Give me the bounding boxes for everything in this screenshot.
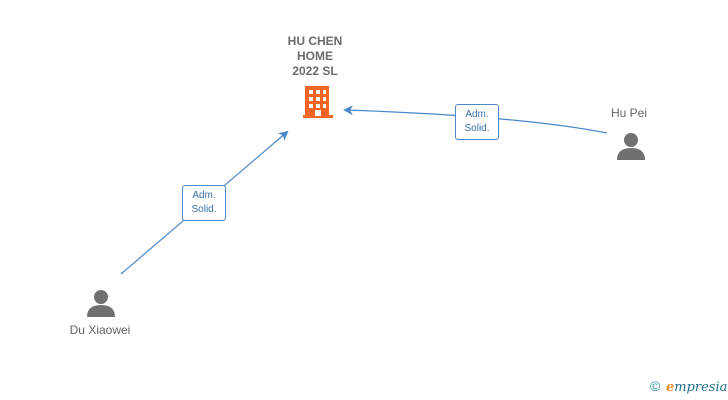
company-name-line: HOME <box>297 49 333 63</box>
person-icon[interactable] <box>617 133 645 160</box>
company-name[interactable]: HU CHEN HOME 2022 SL <box>255 34 375 79</box>
edge-label-line: Adm. <box>192 190 216 201</box>
edge-label-line: Solid. <box>464 123 490 134</box>
person-icon[interactable] <box>87 290 115 317</box>
person-name-hu-pei[interactable]: Hu Pei <box>610 106 648 120</box>
copyright-symbol: © <box>650 378 661 394</box>
company-name-line: HU CHEN <box>287 34 343 48</box>
edge-label-hu-pei: Adm. Solid. <box>455 104 499 140</box>
brand-initial: e <box>665 380 675 395</box>
person-name-du-xiaowei[interactable]: Du Xiaowei <box>69 323 131 337</box>
brand-name: mpresia <box>674 380 728 395</box>
building-icon[interactable] <box>303 86 333 118</box>
company-name-line: 2022 SL <box>292 64 338 78</box>
edge-label-line: Adm. <box>465 109 489 120</box>
empresia-logo: © empresia <box>650 378 727 395</box>
edge-label-line: Solid. <box>191 204 217 215</box>
edge-label-du-xiaowei: Adm. Solid. <box>182 185 226 221</box>
